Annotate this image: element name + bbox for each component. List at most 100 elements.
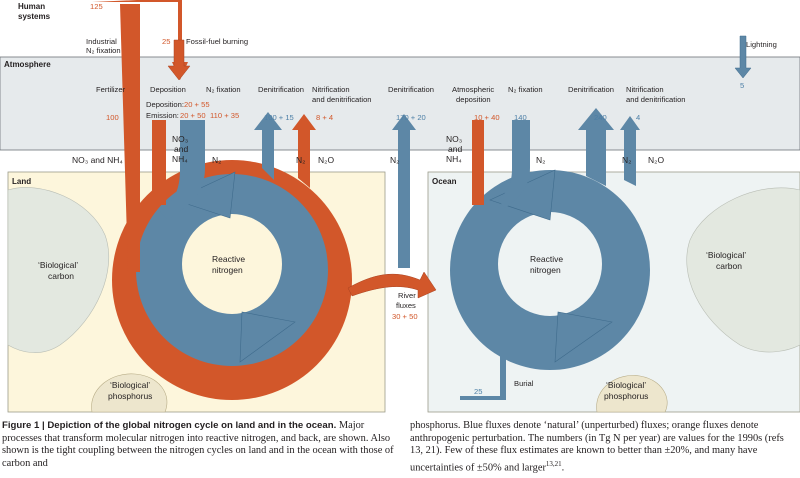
nh4-land-label: NH₄: [172, 154, 188, 164]
emission-row-values: 20 + 50: [180, 111, 206, 120]
lightning-label: Lightning: [746, 40, 777, 49]
fertilizer-value: 100: [106, 113, 119, 122]
nitrification-ocean-label-2: and denitrification: [626, 95, 686, 104]
lightning-arrow: [734, 35, 752, 79]
land-ring-arrowhead-top: [174, 171, 236, 219]
denitrification-land-flux: [254, 112, 282, 180]
caption-left: Figure 1 | Depiction of the global nitro…: [2, 420, 394, 470]
river-fluxes-label-2: fluxes: [396, 301, 416, 310]
land-label: Land: [12, 177, 31, 186]
human-systems-label-2: systems: [18, 12, 51, 21]
nitrification-ocean-flux: [620, 116, 640, 186]
deposition-row-values: 20 + 55: [184, 100, 210, 109]
industrial-label: Industrial: [86, 37, 117, 46]
caption-right-body: phosphorus. Blue fluxes denote ‘natural’…: [410, 420, 784, 474]
bio-carbon-land-label: ‘Biological’: [38, 260, 78, 270]
n2-fixation-ocean-flux: [498, 120, 530, 208]
bio-carbon-ocean-label: ‘Biological’: [706, 250, 746, 260]
nitrification-ocean-value: 4: [636, 113, 640, 122]
n2-ocean-denit2-label: N₂: [622, 155, 631, 165]
and-ocean-label: and: [448, 144, 462, 154]
bio-phosphorus-land-label-2: phosphorus: [108, 391, 152, 401]
biological-carbon-land-shape: [7, 187, 109, 353]
n2-fixation-land-flux: [160, 120, 205, 220]
nitrification-ocean-label: Nitrification: [626, 85, 664, 94]
reactive-nitrogen-ocean-label: Reactive: [530, 254, 563, 264]
denitrification-ocean-value: 170 + 20: [396, 113, 426, 122]
atm-deposition-label: Atmospheric: [452, 85, 494, 94]
n2-land-label: N₂: [212, 155, 221, 165]
burial-value: 25: [474, 387, 482, 396]
nh4-ocean-label: NH₄: [446, 154, 462, 164]
nitrification-land-label-2: and denitrification: [312, 95, 372, 104]
denitrification-ocean-label: Denitrification: [388, 85, 434, 94]
atmospheric-deposition-ocean-flux: [472, 120, 484, 205]
reactive-nitrogen-ocean-label-2: nitrogen: [530, 265, 561, 275]
deposition-label: Deposition: [150, 85, 186, 94]
deposition-row-label: Deposition:: [146, 100, 184, 109]
n2-denit-land-label: N₂: [296, 155, 305, 165]
fossil-fuel-arrow: [167, 39, 191, 81]
biological-carbon-ocean-shape: [686, 187, 800, 353]
nitrogen-cycle-diagram: Human systems 125 Industrial N₂ fixation…: [0, 0, 800, 413]
atm-deposition-label-2: deposition: [456, 95, 491, 104]
human-systems-label: Human: [18, 2, 45, 11]
reactive-nitrogen-land-label-2: nitrogen: [212, 265, 243, 275]
bio-carbon-ocean-label-2: carbon: [716, 261, 742, 271]
biological-phosphorus-land-shape: [91, 373, 168, 413]
biological-phosphorus-ocean-shape: [596, 375, 668, 413]
caption-title: Figure 1 | Depiction of the global nitro…: [2, 420, 337, 431]
fertilizer-label: Fertilizer: [96, 85, 126, 94]
bio-phosphorus-ocean-label: ‘Biological’: [606, 380, 646, 390]
land-ring-hole: [182, 214, 282, 314]
denitrification-ocean-flux: [578, 108, 614, 186]
and-land-label: and: [174, 144, 188, 154]
emission-row-label: Emission:: [146, 111, 179, 120]
caption-left-body: Major processes that transform molecular…: [2, 420, 394, 469]
industrial-n2-fixation-label: N₂ fixation: [86, 46, 121, 55]
n2-ocean-fix-label: N₂: [536, 155, 545, 165]
n2-fixation-land-value: 110 + 35: [210, 111, 239, 120]
caption-refs: 13,21: [545, 459, 562, 468]
nitrification-land-value: 8 + 4: [316, 113, 333, 122]
ocean-ring-arrowhead-bottom: [554, 311, 613, 363]
reactive-nitrogen-land-label: Reactive: [212, 254, 245, 264]
ocean-ring-hole: [498, 212, 602, 316]
n2o-land-label: N₂O: [318, 155, 334, 165]
river-fluxes-value: 30 + 50: [392, 312, 418, 321]
no3-land-label: NO₃: [172, 134, 188, 144]
bio-phosphorus-ocean-label-2: phosphorus: [604, 391, 648, 401]
river-fluxes-label: River: [398, 291, 416, 300]
atmosphere-label: Atmosphere: [4, 60, 51, 69]
human-systems-value: 125: [90, 2, 103, 11]
bio-phosphorus-land-label: ‘Biological’: [110, 380, 150, 390]
denitrification-land-label: Denitrification: [258, 85, 304, 94]
burial-arrow: [460, 350, 506, 400]
fertilizer-orange-flux: [120, 4, 140, 272]
river-flux-arrow: [347, 271, 437, 299]
caption-end: .: [561, 462, 565, 474]
lightning-value: 5: [740, 81, 744, 90]
nitrification-land-flux: [292, 114, 316, 188]
fossil-fuel-value: 25: [162, 37, 170, 46]
nitrification-land-label: Nitrification: [312, 85, 350, 94]
land-ring-arrowhead-bottom: [239, 311, 296, 363]
n2-fixation-ocean-value: 140: [514, 113, 527, 122]
denitrification-ocean-river-flux: [392, 114, 416, 268]
denitrification-land-value: 100 + 15: [264, 113, 294, 122]
no3-ocean-label: NO₃: [446, 134, 462, 144]
n2-fixation-ocean-label: N₂ fixation: [508, 85, 543, 94]
no3-nh4-land-label: NO₃ and NH₄: [72, 155, 123, 165]
denitrification-ocean-2-value: 240: [594, 113, 607, 122]
atm-deposition-value: 10 + 40: [474, 113, 500, 122]
ocean-label: Ocean: [432, 177, 457, 186]
caption-right: phosphorus. Blue fluxes denote ‘natural’…: [410, 420, 798, 475]
fossil-fuel-label: Fossil-fuel burning: [186, 37, 248, 46]
denitrification-ocean-2-label: Denitrification: [568, 85, 614, 94]
n2o-ocean-label: N₂O: [648, 155, 664, 165]
bio-carbon-land-label-2: carbon: [48, 271, 74, 281]
burial-label: Burial: [514, 379, 534, 388]
n2-fixation-land-label: N₂ fixation: [206, 85, 241, 94]
deposition-flux: [152, 120, 166, 205]
